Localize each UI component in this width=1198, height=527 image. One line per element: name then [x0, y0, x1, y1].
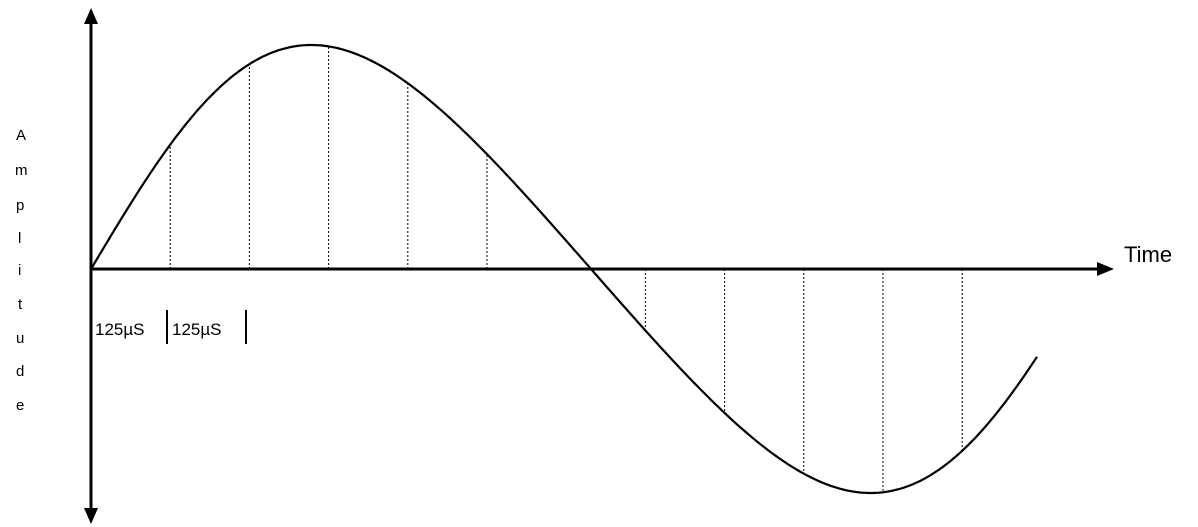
y-axis-letter: A	[16, 127, 26, 144]
y-axis-letter: i	[18, 262, 21, 279]
axis-arrow-up-icon	[84, 8, 98, 24]
y-axis-letter: e	[16, 397, 24, 414]
amplitude-axis	[84, 8, 98, 524]
sample-lines	[169, 46, 963, 493]
axis-arrow-down-icon	[84, 508, 98, 524]
interval-label-1: 125µS	[95, 320, 145, 339]
x-axis-label: Time	[1124, 242, 1172, 267]
y-axis-letter: p	[16, 197, 24, 214]
time-axis	[91, 262, 1114, 276]
y-axis-letter: l	[18, 230, 21, 247]
y-axis-letter: m	[15, 162, 28, 179]
interval-label-2: 125µS	[172, 320, 222, 339]
axis-arrow-right-icon	[1097, 262, 1114, 276]
sine-waveform	[90, 43, 1038, 495]
y-axis-letter: u	[16, 330, 24, 347]
y-axis-letter: d	[16, 363, 24, 380]
y-axis-label: A m p l i t u d e	[15, 127, 28, 414]
interval-labels: 125µS 125µS	[95, 310, 247, 344]
y-axis-letter: t	[18, 296, 23, 313]
